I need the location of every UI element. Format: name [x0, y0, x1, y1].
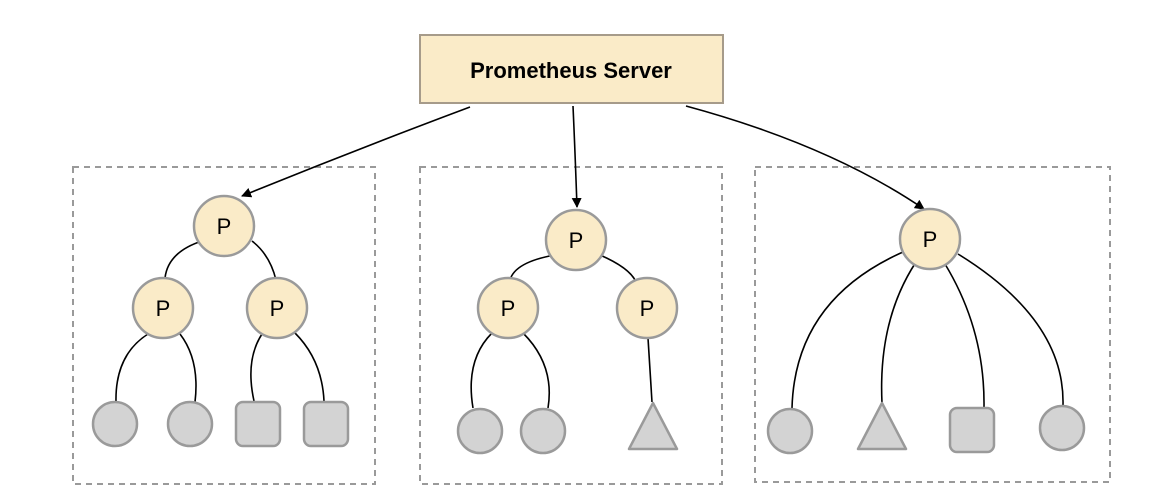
edge — [470, 332, 493, 409]
target-square — [234, 400, 282, 448]
edge — [880, 261, 917, 404]
prometheus-node: P — [192, 194, 256, 258]
prometheus-node: P — [476, 276, 540, 340]
edge — [944, 263, 985, 408]
scrape-arrow-3 — [685, 105, 925, 210]
node-label: P — [569, 228, 584, 253]
node-label: P — [640, 296, 655, 321]
target-triangle — [627, 401, 679, 451]
node-label: P — [501, 296, 516, 321]
group-box-3 — [754, 166, 1111, 483]
prometheus-node: P — [245, 276, 309, 340]
target-square — [948, 406, 996, 454]
edge — [509, 254, 556, 281]
edge — [294, 332, 325, 402]
edge — [791, 251, 904, 409]
group-box-1 — [72, 166, 376, 485]
target-circle — [91, 400, 139, 448]
target-square — [302, 400, 350, 448]
group-box-2 — [419, 166, 723, 485]
prometheus-server-label: Prometheus Server — [470, 58, 672, 83]
target-circle — [766, 407, 814, 455]
node-label: P — [270, 296, 285, 321]
edge — [251, 240, 277, 281]
scrape-arrow-2 — [571, 105, 582, 208]
node-label: P — [217, 214, 232, 239]
target-circle — [1038, 404, 1086, 452]
target-circle — [456, 407, 504, 455]
prometheus-server-box — [419, 34, 724, 104]
node-label: P — [923, 227, 938, 252]
node-label: P — [156, 296, 171, 321]
target-circle — [166, 400, 214, 448]
edge — [522, 332, 551, 409]
target-triangle — [856, 401, 908, 451]
edge — [164, 240, 203, 279]
scrape-arrow-1 — [241, 106, 471, 198]
prometheus-node: P — [544, 208, 608, 272]
edge — [179, 333, 197, 403]
edge — [647, 337, 653, 403]
edge — [115, 333, 149, 403]
prometheus-node: P — [898, 207, 962, 271]
prometheus-node: P — [615, 276, 679, 340]
edge — [957, 253, 1064, 406]
prometheus-node: P — [131, 276, 195, 340]
prometheus-server: Prometheus Server — [419, 34, 724, 104]
edge — [599, 254, 637, 283]
edge — [250, 333, 263, 402]
target-circle — [519, 407, 567, 455]
